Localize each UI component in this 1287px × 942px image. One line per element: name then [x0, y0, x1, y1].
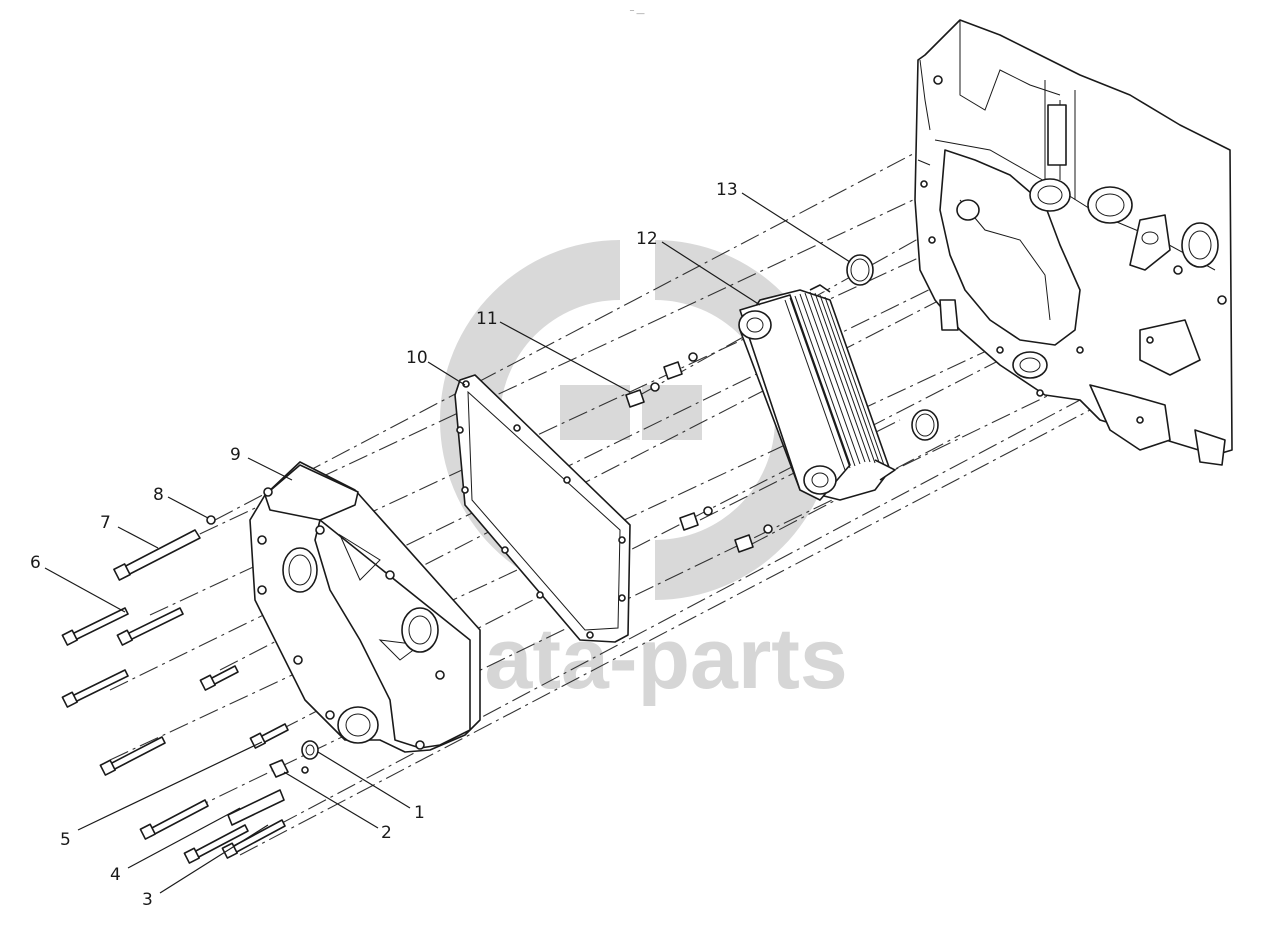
callout-9: 9 [230, 445, 241, 465]
gasket-10 [454, 374, 631, 643]
watermark-text: data-parts [432, 611, 848, 707]
callout-4: 4 [110, 865, 121, 885]
callout-13: 13 [716, 180, 738, 200]
callout-1: 1 [414, 803, 425, 823]
callout-8: 8 [153, 485, 164, 505]
callout-6: 6 [30, 553, 41, 573]
callout-11: 11 [476, 309, 498, 329]
header-mark: ‾ ― [629, 9, 645, 18]
seal-ring-1 [301, 740, 319, 760]
callout-12: 12 [636, 229, 658, 249]
screw-set-11 [625, 352, 773, 553]
stud-7 [117, 529, 201, 579]
washer-8 [206, 515, 216, 525]
callout-10: 10 [406, 348, 428, 368]
callout-5: 5 [60, 830, 71, 850]
callout-2: 2 [381, 823, 392, 843]
plug-2 [269, 759, 309, 778]
o-ring-lower [911, 409, 939, 441]
engine-block-housing [914, 19, 1233, 466]
callout-7: 7 [100, 513, 111, 533]
callout-labels: 1 2 3 4 5 6 7 8 9 10 11 12 13 [30, 180, 738, 910]
leader-lines [44, 192, 851, 894]
bolt-6d [107, 736, 166, 772]
bolt-4b [227, 789, 285, 826]
timing-cover-9 [249, 461, 481, 753]
callout-3: 3 [142, 890, 153, 910]
bolt-set-left [61, 515, 289, 864]
oil-cooler-12 [738, 284, 896, 501]
o-ring-13 [846, 254, 874, 286]
bolt-6c [69, 669, 129, 704]
